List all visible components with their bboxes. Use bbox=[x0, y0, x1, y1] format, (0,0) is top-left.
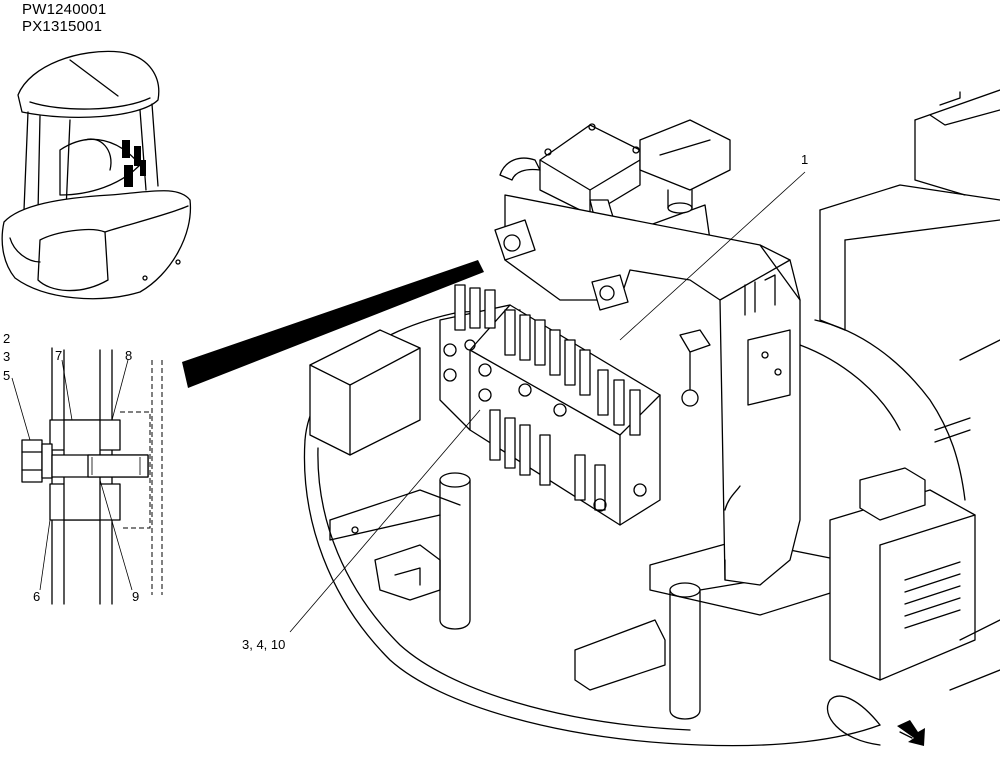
callout-9: 9 bbox=[132, 589, 140, 604]
leader-3-4-10 bbox=[289, 409, 481, 633]
callout-6: 6 bbox=[33, 589, 41, 604]
callout-1: 1 bbox=[801, 152, 809, 167]
upper-structure-frame bbox=[303, 89, 1000, 747]
callout-7: 7 bbox=[55, 348, 63, 363]
valve-mounting-bracket bbox=[494, 194, 801, 586]
figure-code-2: PX1315001 bbox=[22, 18, 103, 35]
callout-5: 5 bbox=[3, 368, 11, 383]
callout-3: 3 bbox=[3, 349, 11, 364]
detail-pointer bbox=[182, 260, 484, 388]
bolt-section-detail bbox=[11, 347, 163, 605]
callout-2: 2 bbox=[3, 331, 11, 346]
machine-overview-inset bbox=[1, 50, 192, 300]
control-valve-bank bbox=[439, 284, 661, 526]
figure-code-1: PW1240001 bbox=[22, 1, 107, 18]
callout-3-4-10: 3, 4, 10 bbox=[242, 637, 286, 652]
callout-8: 8 bbox=[125, 348, 133, 363]
leader-1 bbox=[619, 171, 806, 341]
front-direction-arrow-icon bbox=[897, 720, 925, 746]
